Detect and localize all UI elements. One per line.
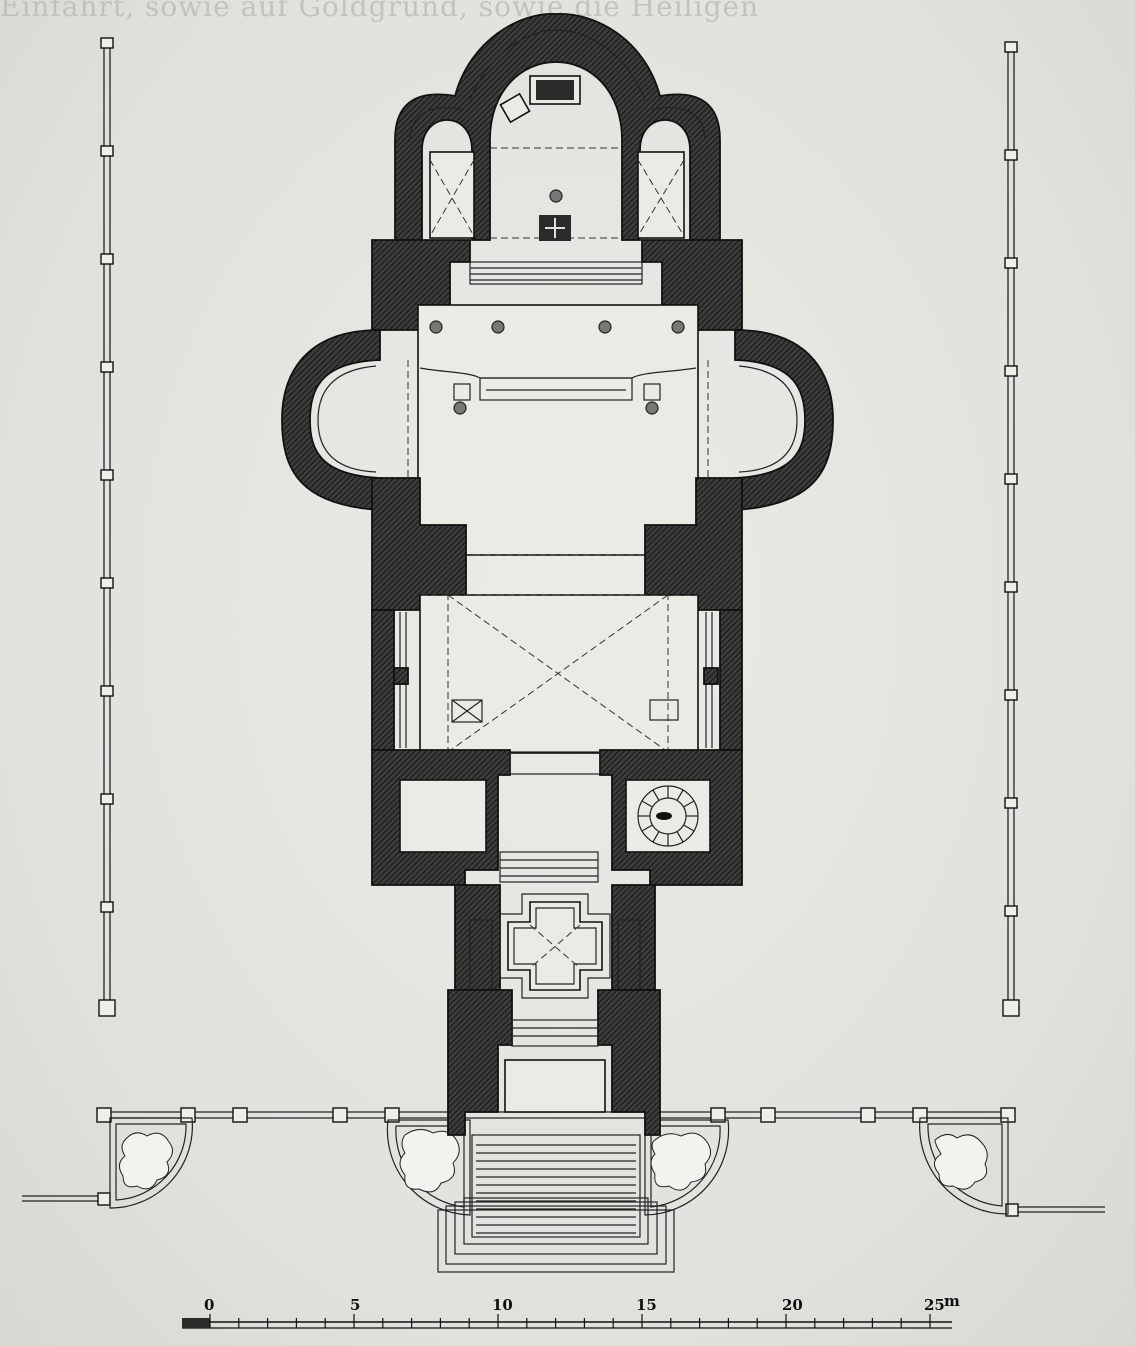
choir-walls xyxy=(371,239,743,331)
fence-post xyxy=(232,1107,248,1123)
fence-post xyxy=(100,37,114,49)
crossing xyxy=(407,304,709,560)
column xyxy=(671,320,685,334)
scale-tick-label-25: 25 xyxy=(924,1296,945,1314)
fence-post xyxy=(98,999,116,1017)
fence-post xyxy=(1004,41,1018,53)
entrance-stairs xyxy=(437,1134,675,1273)
fence-post xyxy=(860,1107,876,1123)
fence-post xyxy=(180,1107,196,1123)
column xyxy=(429,320,443,334)
scale-bar xyxy=(182,1314,952,1329)
fence-post xyxy=(1004,149,1018,161)
fence-post xyxy=(1004,365,1018,377)
spiral-step xyxy=(676,789,684,801)
spiral-step xyxy=(676,831,684,843)
fence-post xyxy=(100,685,114,697)
fence-post xyxy=(100,145,114,157)
corner-bed-left xyxy=(109,1117,193,1209)
fence-post xyxy=(100,469,114,481)
column xyxy=(645,401,659,415)
fence-post xyxy=(100,577,114,589)
scale-tick-label-5: 5 xyxy=(350,1296,361,1314)
fence-post xyxy=(1004,257,1018,269)
fence-post xyxy=(100,361,114,373)
scale-tick-label-20: 20 xyxy=(782,1296,803,1314)
narthex xyxy=(454,884,656,999)
nave xyxy=(371,560,743,754)
fence-post xyxy=(760,1107,776,1123)
fence-post xyxy=(100,793,114,805)
scale-tick-label-10: 10 xyxy=(492,1296,513,1314)
column xyxy=(491,320,505,334)
spiral-staircase xyxy=(637,785,699,847)
porch xyxy=(447,989,661,1136)
spiral-step xyxy=(652,831,660,843)
fence-post xyxy=(1005,1203,1019,1217)
fence-post xyxy=(1004,473,1018,485)
spiral-step xyxy=(683,800,695,808)
transept-left xyxy=(281,329,381,511)
west-front xyxy=(371,749,743,886)
column xyxy=(453,401,467,415)
transept-right xyxy=(734,329,834,511)
scale-tick-label-0: 0 xyxy=(204,1296,215,1314)
fence-post xyxy=(100,901,114,913)
fence-post xyxy=(1004,797,1018,809)
site-fence-right xyxy=(1002,41,1020,1017)
fence-post xyxy=(1004,689,1018,701)
spiral-step xyxy=(641,800,653,808)
column xyxy=(598,320,612,334)
fence-post xyxy=(1002,999,1020,1017)
crossing-piers xyxy=(371,477,743,611)
site-fence-left xyxy=(98,37,116,1017)
spiral-step xyxy=(641,824,653,832)
fence-post xyxy=(384,1107,400,1123)
fence-post xyxy=(1004,581,1018,593)
entrance-bed-right xyxy=(644,1119,730,1216)
apse xyxy=(394,13,721,241)
scale-tick-label-15: 15 xyxy=(636,1296,657,1314)
fence-post xyxy=(97,1192,111,1206)
fence-post xyxy=(710,1107,726,1123)
scale-unit-label: m xyxy=(944,1292,960,1310)
fence-post xyxy=(1004,905,1018,917)
fence-post xyxy=(100,253,114,265)
corner-bed-right xyxy=(919,1117,1009,1215)
spiral-step xyxy=(652,789,660,801)
fence-post xyxy=(96,1107,112,1123)
fence-post xyxy=(332,1107,348,1123)
spiral-step xyxy=(683,824,695,832)
entrance-bed-left xyxy=(386,1119,471,1216)
